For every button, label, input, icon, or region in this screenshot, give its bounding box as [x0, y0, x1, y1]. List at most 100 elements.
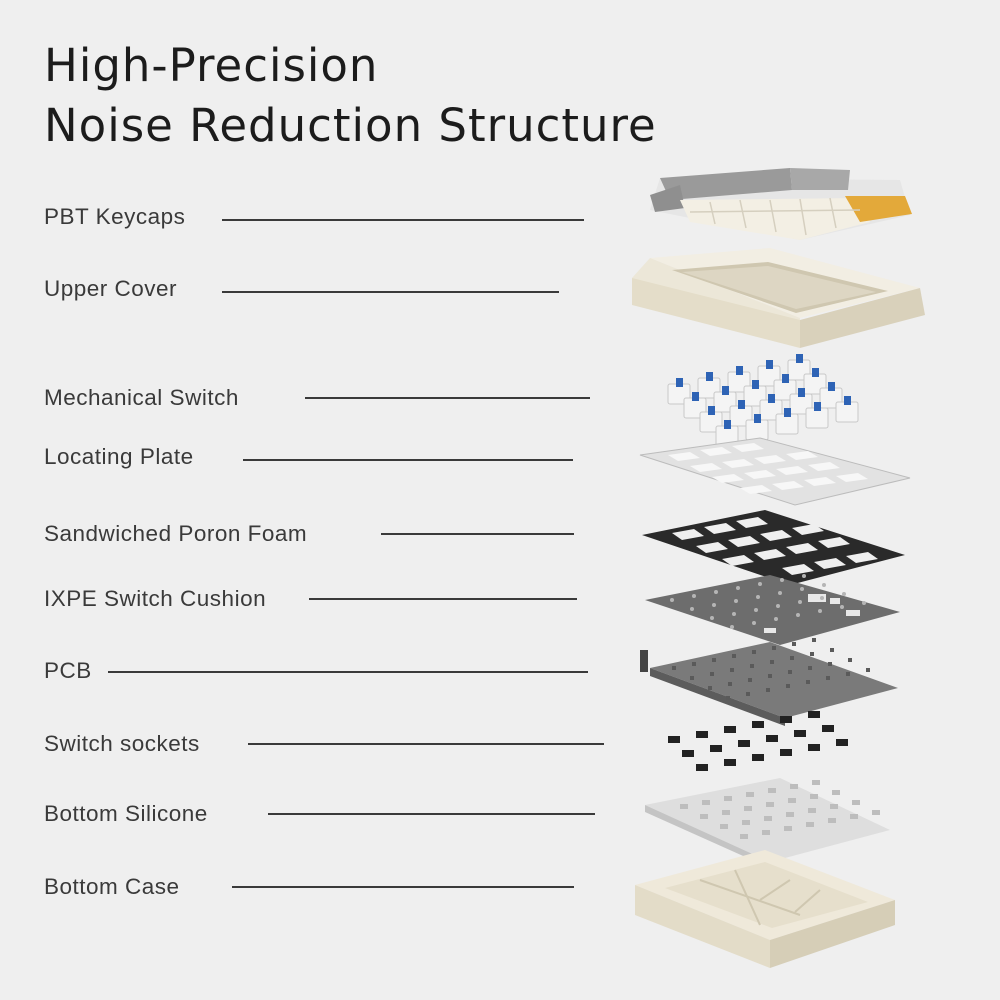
leader-line-sandwiched-poron-foam [381, 533, 574, 535]
silicone-hole [812, 780, 820, 785]
cushion-hole [802, 574, 806, 578]
switch-socket [808, 744, 820, 751]
silicone-hole [700, 814, 708, 819]
silicone-hole [746, 792, 754, 797]
cushion-hole [862, 601, 866, 605]
leader-line-locating-plate [243, 459, 573, 461]
pcb-layer [640, 638, 898, 726]
switch-sockets-layer [668, 711, 848, 771]
silicone-hole [764, 816, 772, 821]
switch-socket [696, 764, 708, 771]
cushion-hole [774, 617, 778, 621]
silicone-hole [784, 826, 792, 831]
cushion-hole [820, 596, 824, 600]
cushion-hole [712, 603, 716, 607]
cushion-hole [776, 604, 780, 608]
label-switch-sockets: Switch sockets [44, 731, 200, 756]
pcb-pad [768, 674, 772, 678]
silicone-hole [702, 800, 710, 805]
accent-keycap [845, 196, 912, 222]
leader-line-upper-cover [222, 291, 559, 293]
switch-stem [796, 354, 803, 363]
silicone-hole [724, 796, 732, 801]
label-ixpe-switch-cushion: IXPE Switch Cushion [44, 586, 267, 611]
switch-socket [780, 716, 792, 723]
poron-foam-layer [642, 510, 905, 585]
cushion-hole [840, 605, 844, 609]
cushion-hole [754, 608, 758, 612]
leader-line-pbt-keycaps [222, 219, 584, 221]
cushion-hole [778, 591, 782, 595]
switch-socket [710, 745, 722, 752]
switch-stem [768, 394, 775, 403]
switch-socket [808, 711, 820, 718]
label-pbt-keycaps: PBT Keycaps [44, 204, 186, 229]
cushion-hole [736, 586, 740, 590]
switch-socket [794, 730, 806, 737]
pcb-pad [828, 662, 832, 666]
cushion-hole [692, 594, 696, 598]
cushion-hole [714, 590, 718, 594]
switch-stem [828, 382, 835, 391]
pcb-pad [786, 684, 790, 688]
label-bottom-case: Bottom Case [44, 874, 180, 899]
switch-socket [682, 750, 694, 757]
silicone-hole [810, 794, 818, 799]
pcb-pad [812, 638, 816, 642]
silicone-hole [768, 788, 776, 793]
switch-socket [766, 735, 778, 742]
label-locating-plate: Locating Plate [44, 444, 194, 469]
silicone-hole [722, 810, 730, 815]
switch-socket [738, 740, 750, 747]
silicone-hole [806, 822, 814, 827]
silicone-hole [852, 800, 860, 805]
cushion-hole [798, 600, 802, 604]
cushion-hole [734, 599, 738, 603]
cushion-hole [818, 609, 822, 613]
pcb-pad [808, 666, 812, 670]
pcb-pad [750, 664, 754, 668]
pcb-pad [792, 642, 796, 646]
switch-stem [738, 400, 745, 409]
pcb-pad [788, 670, 792, 674]
pcb-pad [708, 686, 712, 690]
ixpe-cushion-layer [645, 574, 900, 645]
pcb-pad [770, 660, 774, 664]
bottom-case-layer [635, 850, 895, 968]
leader-line-bottom-silicone [268, 813, 595, 815]
silicone-hole [786, 812, 794, 817]
keycaps-layer [650, 168, 912, 240]
pcb-pad [746, 692, 750, 696]
silicone-hole [742, 820, 750, 825]
silicone-hole [720, 824, 728, 829]
cushion-hole [796, 613, 800, 617]
leader-line-mechanical-switch [305, 397, 590, 399]
pcb-pad [692, 662, 696, 666]
switch-stem [736, 366, 743, 375]
title-line-1: High-Precision [44, 39, 379, 92]
upper-cover-layer [632, 248, 925, 348]
switch-socket [752, 754, 764, 761]
silicone-hole [680, 804, 688, 809]
pcb-pad [830, 648, 834, 652]
switch-stem [724, 420, 731, 429]
cushion-hole [756, 595, 760, 599]
title-line-2: Noise Reduction Structure [44, 99, 657, 152]
silicone-hole [830, 804, 838, 809]
pcb-pad [712, 658, 716, 662]
locating-plate-layer [639, 437, 911, 506]
label-pcb: PCB [44, 658, 92, 683]
silicone-hole [762, 830, 770, 835]
pcb-pad [846, 672, 850, 676]
switch-stem [692, 392, 699, 401]
white-keycaps [680, 198, 870, 240]
cushion-hole [752, 621, 756, 625]
silicone-hole [828, 818, 836, 823]
cushion-hole [732, 612, 736, 616]
pcb-pad [726, 696, 730, 700]
silicone-hole [832, 790, 840, 795]
switch-stem [812, 368, 819, 377]
switch-socket [724, 759, 736, 766]
pcb-pad [672, 666, 676, 670]
